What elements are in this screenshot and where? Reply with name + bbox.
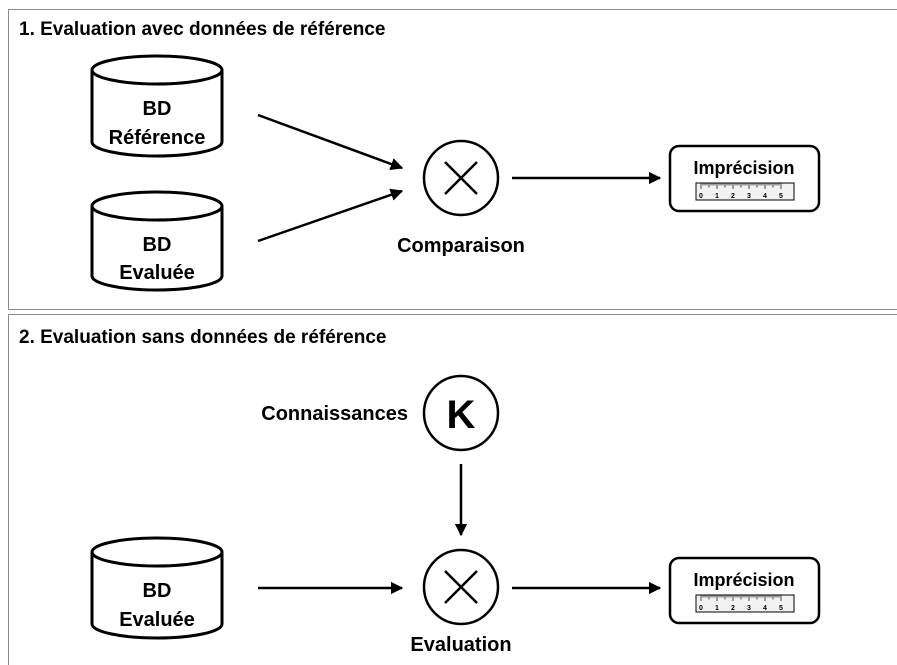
knowledge-symbol: K	[447, 393, 476, 437]
ruler-icon: 0 1 2 3 4 5	[695, 182, 795, 201]
ruler-number: 1	[715, 605, 719, 612]
arrow-reference-to-comparison	[257, 113, 404, 170]
ruler-number: 5	[779, 605, 783, 612]
database-evaluated: BD Evaluée	[90, 190, 224, 292]
arrow-evaluated-to-comparison	[257, 188, 404, 243]
panel-title: 2. Evaluation sans données de référence	[19, 327, 387, 348]
imprecision-box: Imprécision 0 1 2 3 4 5	[668, 556, 821, 625]
ruler-number: 5	[779, 193, 783, 200]
panel-title: 1. Evaluation avec données de référence	[19, 19, 386, 40]
evaluation-operator-icon	[422, 548, 500, 626]
ruler-number: 3	[747, 605, 751, 612]
comparison-operator-icon	[422, 139, 500, 217]
ruler-number: 1	[715, 193, 719, 200]
database-label: BD	[143, 580, 172, 602]
ruler-number: 4	[763, 193, 767, 200]
database-label: BD	[143, 234, 172, 256]
database-label: BD	[143, 98, 172, 120]
ruler-number: 2	[731, 193, 735, 200]
knowledge-label: Connaissances	[261, 403, 408, 425]
ruler-number: 0	[699, 605, 703, 612]
database-reference: BD Référence	[90, 54, 224, 158]
imprecision-label: Imprécision	[693, 570, 794, 590]
imprecision-box: Imprécision 0 1 2 3 4 5	[668, 144, 821, 213]
database-evaluated: BD Evaluée	[90, 536, 224, 640]
database-label: Evaluée	[119, 262, 195, 284]
ruler-icon: 0 1 2 3 4 5	[695, 594, 795, 613]
database-label: Référence	[109, 127, 206, 149]
ruler-number: 3	[747, 193, 751, 200]
ruler-number: 4	[763, 605, 767, 612]
ruler-number: 2	[731, 605, 735, 612]
knowledge-icon: K	[422, 374, 500, 452]
database-label: Evaluée	[119, 609, 195, 631]
comparison-label: Comparaison	[397, 235, 525, 257]
evaluation-label: Evaluation	[410, 634, 511, 656]
imprecision-label: Imprécision	[693, 158, 794, 178]
ruler-number: 0	[699, 193, 703, 200]
